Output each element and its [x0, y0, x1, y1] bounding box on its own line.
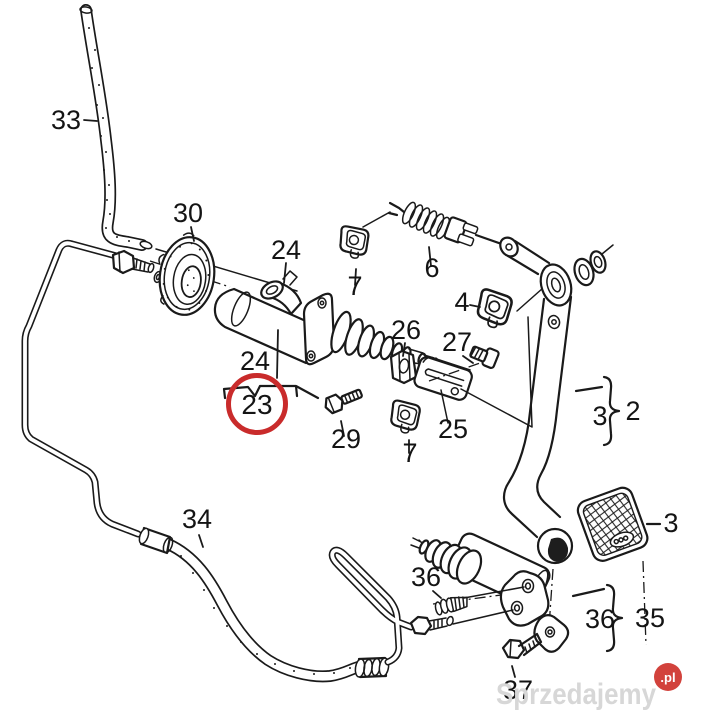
- hose-coupling-right: [354, 656, 390, 679]
- return-spring-6: [387, 201, 518, 251]
- block-25-leader: [440, 389, 449, 424]
- pedal-group-brace: [602, 375, 621, 447]
- part-label-7-lower: 7: [402, 438, 417, 468]
- slave-cylinder: [409, 532, 624, 660]
- pedal-group-leader: [574, 385, 604, 393]
- clip-7-lower: [388, 398, 422, 436]
- part-label-4: 4: [454, 287, 469, 317]
- part-label-30: 30: [173, 198, 203, 228]
- watermark-badge: [654, 663, 682, 691]
- bleeder-locating-line: [463, 586, 525, 599]
- bolt-37: [501, 632, 543, 660]
- label-leaders: [83, 119, 516, 678]
- highlight-circle-23: [226, 373, 288, 435]
- bleeder-screw-36: [434, 596, 468, 616]
- clip-7-top: [338, 224, 371, 261]
- part-label-24-top: 24: [271, 235, 301, 265]
- clip4-leader: [516, 287, 544, 312]
- part-label-36-bracket: 36: [585, 604, 615, 634]
- part-number-labels: 33 30 24 7 6 4 26 27 24 23 29 25 7 3 2 3…: [51, 105, 679, 705]
- cylinder-port: [260, 270, 303, 316]
- slave-group-brace: [605, 583, 624, 653]
- part-label-25: 25: [438, 414, 468, 444]
- bracket-24: [222, 384, 320, 400]
- bolt-29: [324, 388, 363, 415]
- pedal-foot-shading: [547, 537, 569, 562]
- slave-stud: [409, 615, 454, 636]
- part-label-33: 33: [51, 105, 81, 135]
- flange-dots: [162, 242, 210, 311]
- watermark-text: Sprzedajemy: [496, 678, 656, 711]
- steel-pipe: [21, 239, 142, 538]
- clip-4: [473, 287, 515, 332]
- slave-group-leader: [571, 587, 606, 598]
- part-label-27: 27: [442, 327, 472, 357]
- stud-locating-line: [452, 609, 514, 625]
- part-label-24-bracket: 24: [240, 346, 270, 376]
- part-label-37: 37: [503, 675, 533, 705]
- watermark: Sprzedajemy .pl: [496, 663, 682, 711]
- part-label-2: 2: [625, 396, 640, 426]
- hose-speckles: [88, 27, 130, 242]
- part-label-23-circled: 23: [241, 389, 272, 420]
- bolt-27: [469, 345, 500, 370]
- watermark-suffix: .pl: [660, 670, 675, 685]
- pedal-assembly: [460, 236, 621, 565]
- part-label-26: 26: [391, 315, 421, 345]
- mount-block-25: [413, 356, 473, 401]
- part-label-34: 34: [182, 504, 212, 534]
- part-label-29: 29: [331, 424, 361, 454]
- part-label-7-top: 7: [347, 271, 362, 301]
- pedal-arm-left-edge: [502, 297, 546, 539]
- supply-hose-33: [79, 4, 298, 292]
- block-locating-lines: [460, 316, 533, 428]
- part-label-35: 35: [635, 603, 665, 633]
- master-cylinder: [213, 270, 336, 366]
- pedal-pad: [576, 486, 662, 562]
- part-label-36-bleeder: 36: [411, 562, 441, 592]
- part-label-6: 6: [424, 253, 439, 283]
- grommet-30: [158, 232, 216, 316]
- clip7-leader: [362, 211, 391, 228]
- hose-coupling-left: [138, 526, 174, 555]
- union-fitting: [111, 249, 163, 284]
- block-axis: [428, 362, 481, 382]
- hose-speckles-34: [180, 555, 351, 675]
- pedal-arm-right-edge: [536, 295, 573, 519]
- part-label-3-group: 3: [592, 401, 607, 431]
- pressure-hose-34: [138, 526, 415, 683]
- part-label-3-pad: 3: [663, 508, 678, 538]
- pivot-bushing: [573, 257, 595, 287]
